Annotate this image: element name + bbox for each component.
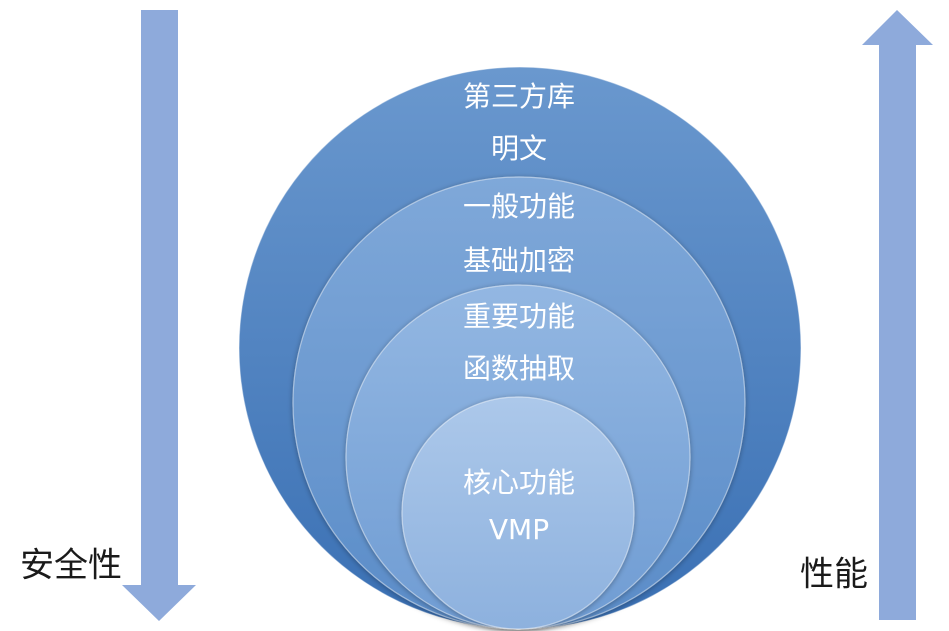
performance-arrow-up <box>862 10 933 620</box>
performance-axis-label: 性能 <box>800 555 868 595</box>
ring-inner <box>401 396 635 630</box>
safety-arrow-down <box>122 10 196 621</box>
ring-outer-label-2: 明文 <box>491 132 547 165</box>
safety-axis-label: 安全性 <box>20 546 122 586</box>
ring-inner-label-1: 核心功能 <box>463 466 575 499</box>
ring-second-label-1: 一般功能 <box>463 190 575 223</box>
ring-inner-label-2: VMP <box>489 513 549 546</box>
ring-second-label-2: 基础加密 <box>463 244 575 277</box>
ring-third-label-1: 重要功能 <box>463 300 575 333</box>
ring-third-label-2: 函数抽取 <box>463 352 575 385</box>
ring-outer-label-1: 第三方库 <box>463 80 575 113</box>
